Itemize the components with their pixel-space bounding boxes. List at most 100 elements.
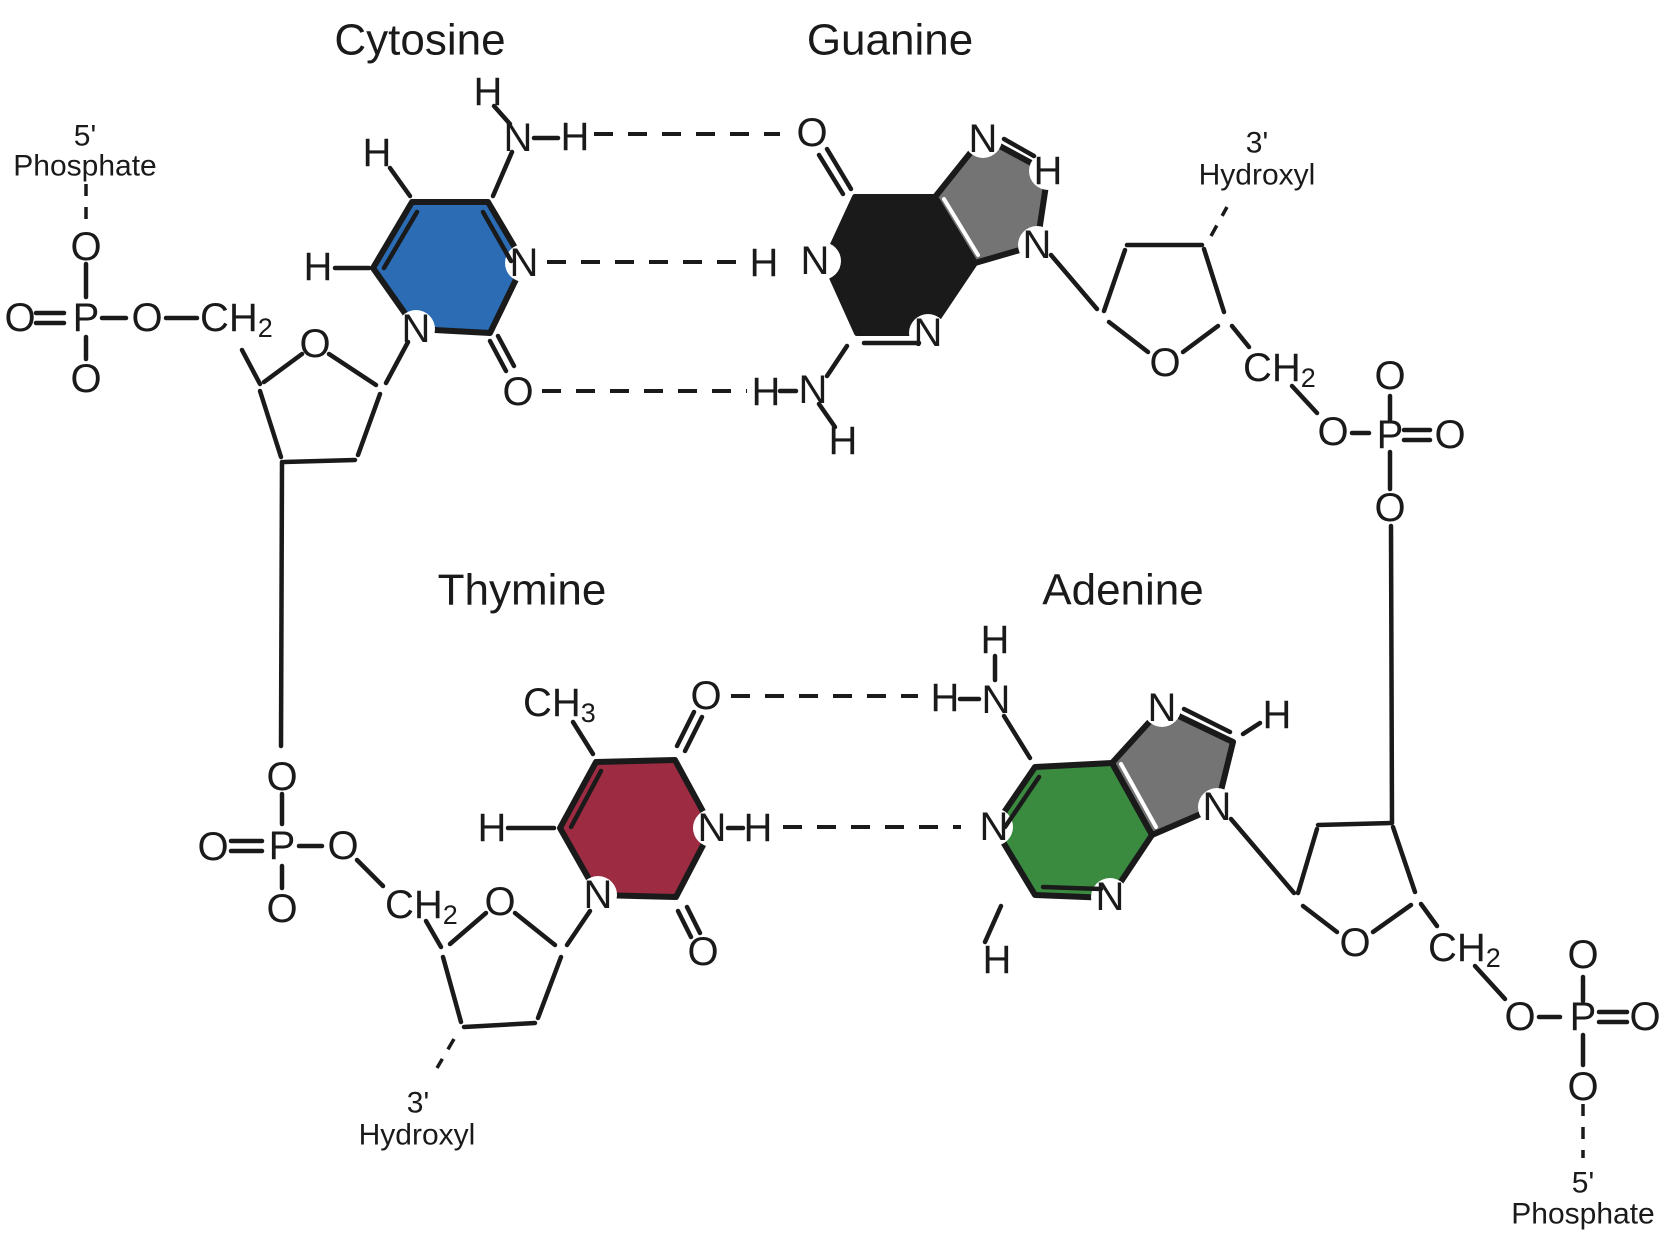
shape: 2 <box>258 313 273 343</box>
h-adenine-c2: H <box>983 938 1012 982</box>
n-cytosine-n1: N <box>402 307 431 351</box>
three-prime-label-top-right: 3' <box>1246 127 1268 160</box>
h-cytosine-c5: H <box>363 131 392 175</box>
three-prime-dash-top-right <box>1209 206 1229 237</box>
h-guanine-c8: H <box>1034 149 1063 193</box>
bond <box>1181 706 1233 735</box>
h-guanine-n1: H <box>750 241 779 285</box>
o-ring-cytosine-sugar: O <box>299 322 330 366</box>
n-cytosine-n3: N <box>510 241 539 285</box>
o-ester-left-phosphate2: O <box>327 824 358 868</box>
n-adenine-n3: N <box>1096 875 1125 919</box>
bond <box>326 351 379 388</box>
bond <box>982 903 1004 945</box>
n-guanine-n9: N <box>1023 223 1052 267</box>
bond <box>355 391 383 458</box>
shape: CH <box>1243 346 1301 390</box>
bond <box>387 165 413 199</box>
bond <box>1229 323 1252 350</box>
bond <box>278 459 285 749</box>
o-ester-left-phosphate1: O <box>131 296 162 340</box>
thymine-ring <box>557 757 715 900</box>
ch3-thymine: CH3 <box>523 681 596 728</box>
n-guanine-amine: N <box>799 368 828 412</box>
n-guanine-n3: N <box>914 311 943 355</box>
ch2-adenine-sugar: CH2 <box>1428 926 1501 973</box>
bond <box>495 333 517 369</box>
bonds <box>33 103 1630 1068</box>
bond <box>381 209 420 271</box>
o-below-left-phosphate1: O <box>70 357 101 401</box>
shape <box>1018 226 1056 264</box>
five-prime-label-bottom-right: 5' <box>1572 1167 1594 1200</box>
bond <box>1295 826 1320 896</box>
o-double-left-phosphate1: O <box>4 296 35 340</box>
o-top-left-phosphate2: O <box>266 755 297 799</box>
p-right-phosphate2: P <box>1570 995 1597 1039</box>
bond <box>568 768 604 830</box>
bond <box>1228 816 1297 896</box>
cytosine-ring <box>370 199 527 336</box>
hydroxyl-label-top-right: Hydroxyl <box>1199 159 1316 192</box>
bond <box>281 457 358 465</box>
bond <box>1390 824 1418 895</box>
bond <box>1472 963 1508 1002</box>
bond <box>491 103 513 127</box>
bond <box>480 209 514 264</box>
adenine-fused-bond-gap <box>1119 762 1158 829</box>
atom-letter-masks <box>397 120 1236 916</box>
o-ester-right-phosphate2: O <box>1504 995 1535 1039</box>
bond <box>824 343 850 379</box>
shape <box>1143 689 1181 727</box>
o-ring-adenine-sugar: O <box>1339 921 1370 965</box>
n-guanine-n1: N <box>801 239 830 283</box>
o-5prime-left: O <box>70 225 101 269</box>
bond <box>423 918 444 950</box>
shape <box>1029 152 1067 190</box>
bond <box>1001 136 1037 159</box>
h-thymine-n3: H <box>744 806 773 850</box>
bond <box>1388 523 1395 825</box>
bond <box>824 146 854 192</box>
o-top-right-phosphate1: O <box>1374 354 1405 398</box>
bond <box>1240 720 1263 737</box>
n-guanine-n7: N <box>969 117 998 161</box>
h-adenine-c8: H <box>1263 693 1292 737</box>
o-double-right-phosphate1: O <box>1434 413 1465 457</box>
shape: CH <box>1428 926 1486 970</box>
o-ester-right-phosphate1: O <box>1317 410 1348 454</box>
h-adenine-amine-left: H <box>931 676 960 720</box>
guanine-fused-bond-gap <box>942 197 980 257</box>
hydroxyl-label-bottom-left: Hydroxyl <box>359 1119 476 1152</box>
bond <box>1048 252 1100 312</box>
p-right-phosphate1: P <box>1377 413 1404 457</box>
h-thymine-c6: H <box>478 806 507 850</box>
shape <box>505 244 543 282</box>
bond <box>239 347 263 387</box>
n-adenine-n9: N <box>1203 785 1232 829</box>
bond <box>675 908 694 940</box>
bond <box>487 338 509 374</box>
phosphate-label-bottom-right: Phosphate <box>1511 1198 1654 1231</box>
shape <box>964 120 1002 158</box>
ch2-cytosine-sugar: CH2 <box>200 296 273 343</box>
bond <box>1040 884 1104 892</box>
n-thymine-n3: N <box>698 806 727 850</box>
thymine-title: Thymine <box>438 566 607 615</box>
bond <box>490 149 515 199</box>
o-bottom-right-phosphate2: O <box>1567 1065 1598 1109</box>
p-left-phosphate2: P <box>269 824 296 868</box>
adenine-title: Adenine <box>1042 566 1203 615</box>
h-cytosine-c6: H <box>304 245 333 289</box>
bond <box>816 152 846 197</box>
bond <box>1180 323 1221 355</box>
bond <box>1101 247 1128 314</box>
p-left-phosphate1: P <box>73 296 100 340</box>
bond <box>1002 774 1042 830</box>
bond <box>354 857 386 889</box>
bond <box>570 719 596 757</box>
shape <box>975 808 1013 846</box>
shape: CH <box>200 296 258 340</box>
bond <box>1418 901 1440 929</box>
